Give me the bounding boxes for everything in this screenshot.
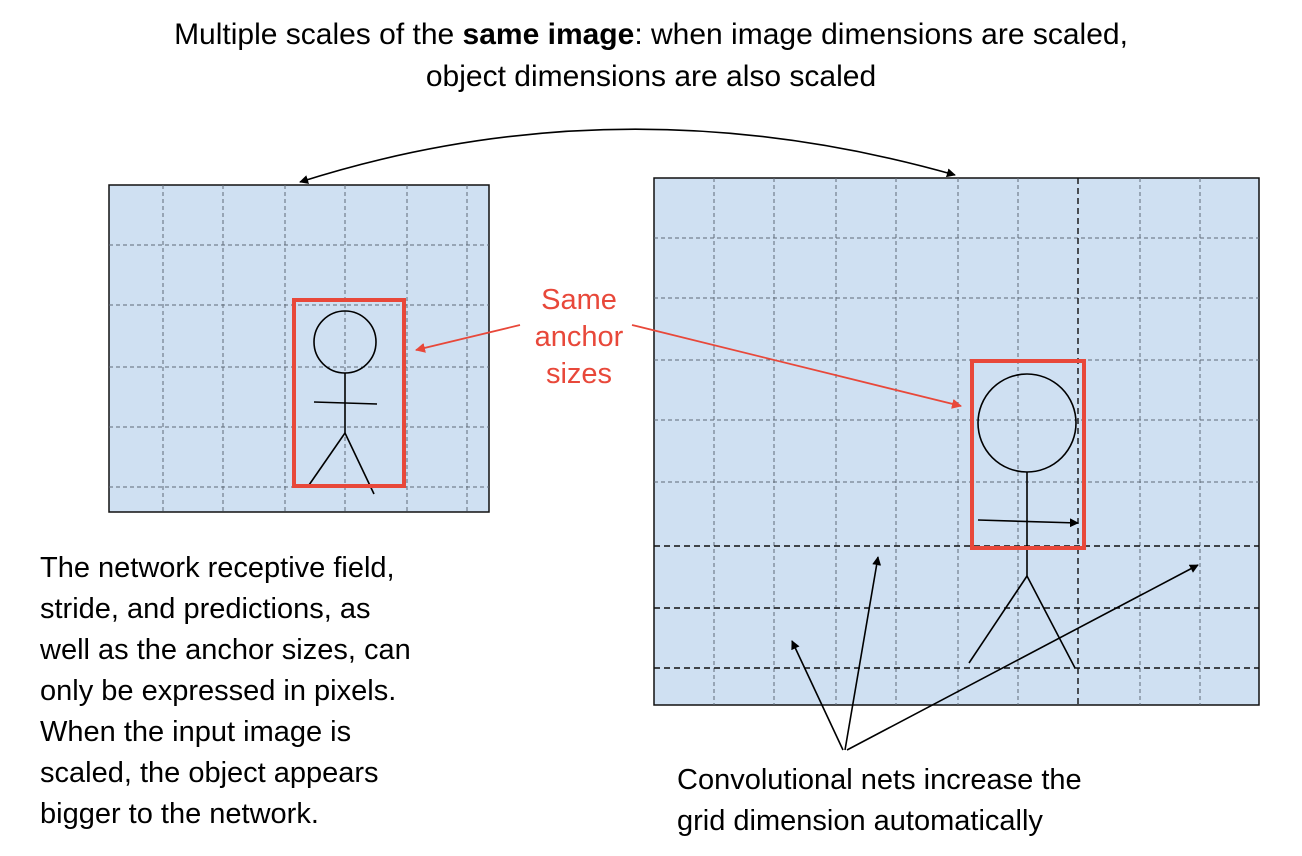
grid-pointer-arrow-2 bbox=[844, 556, 882, 751]
anchor-arrow-left bbox=[415, 324, 521, 353]
left-caption-line: stride, and predictions, as bbox=[40, 593, 371, 625]
large-image bbox=[653, 177, 1260, 706]
small-anchor-box bbox=[292, 298, 406, 488]
anchor-arrow-right bbox=[631, 324, 962, 409]
small-stick-figure bbox=[308, 310, 378, 495]
small-image-background bbox=[108, 184, 490, 513]
large-anchor-box bbox=[970, 359, 1086, 550]
large-figure-arms-arrow bbox=[977, 518, 1079, 528]
right-caption: Convolutional nets increase the grid dim… bbox=[677, 760, 1237, 842]
right-caption-line: grid dimension automatically bbox=[677, 805, 1043, 837]
anchor-label-line-1: Same bbox=[541, 284, 617, 316]
grid-pointer-arrow-3 bbox=[846, 564, 1199, 751]
left-caption-line: The network receptive field, bbox=[40, 552, 395, 584]
grid-pointer-arrows bbox=[791, 556, 1199, 751]
large-image-background bbox=[653, 177, 1260, 706]
left-caption: The network receptive field, stride, and… bbox=[40, 548, 560, 835]
left-caption-line: When the input image is bbox=[40, 716, 352, 748]
grid-pointer-arrow-1 bbox=[791, 640, 844, 751]
diagram-title: Multiple scales of the same image: when … bbox=[0, 14, 1302, 98]
large-stick-figure bbox=[968, 373, 1077, 669]
anchor-size-label: Same anchor sizes bbox=[508, 282, 650, 393]
left-caption-line: bigger to the network. bbox=[40, 798, 319, 830]
left-caption-line: well as the anchor sizes, can bbox=[40, 634, 411, 666]
title-bold: same image bbox=[462, 18, 635, 51]
title-line-2: object dimensions are also scaled bbox=[425, 60, 877, 93]
large-image-fine-grid bbox=[654, 178, 1259, 705]
scale-relation-arrow bbox=[299, 128, 956, 184]
anchor-label-line-2: anchor bbox=[534, 321, 624, 353]
small-image bbox=[108, 184, 490, 513]
left-caption-line: only be expressed in pixels. bbox=[40, 675, 397, 707]
anchor-label-line-3: sizes bbox=[545, 358, 613, 390]
left-caption-line: scaled, the object appears bbox=[40, 757, 379, 789]
large-image-extra-grid bbox=[654, 178, 1259, 705]
title-suffix: : when image dimensions are scaled, bbox=[634, 18, 1128, 51]
right-caption-line: Convolutional nets increase the bbox=[677, 764, 1082, 796]
title-prefix: Multiple scales of the bbox=[174, 18, 463, 51]
